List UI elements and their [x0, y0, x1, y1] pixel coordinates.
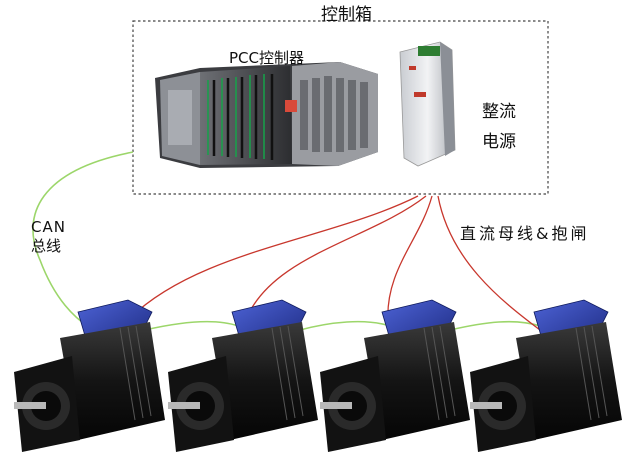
control-box-frame [132, 20, 549, 195]
rectifier-power-supply-image [399, 41, 456, 167]
dc-bus-brake-label: 直流母线&抱闸 [460, 224, 590, 243]
control-box-title: 控制箱 [321, 5, 372, 25]
servo-motor-3 [320, 299, 470, 452]
rectifier-label-line1: 整流 [482, 102, 516, 122]
servo-motor-1 [14, 299, 165, 452]
plc-controller-label: PCC控制器 [229, 49, 304, 67]
can-bus-label-line1: CAN [31, 218, 66, 236]
rectifier-label-line2: 电源 [482, 132, 516, 152]
plc-controller-image [155, 62, 378, 168]
can-bus-label-line2: 总线 [31, 237, 62, 255]
servo-motor-2 [168, 299, 318, 452]
servo-motor-4 [470, 299, 622, 452]
dc-bus-wires [129, 195, 541, 331]
